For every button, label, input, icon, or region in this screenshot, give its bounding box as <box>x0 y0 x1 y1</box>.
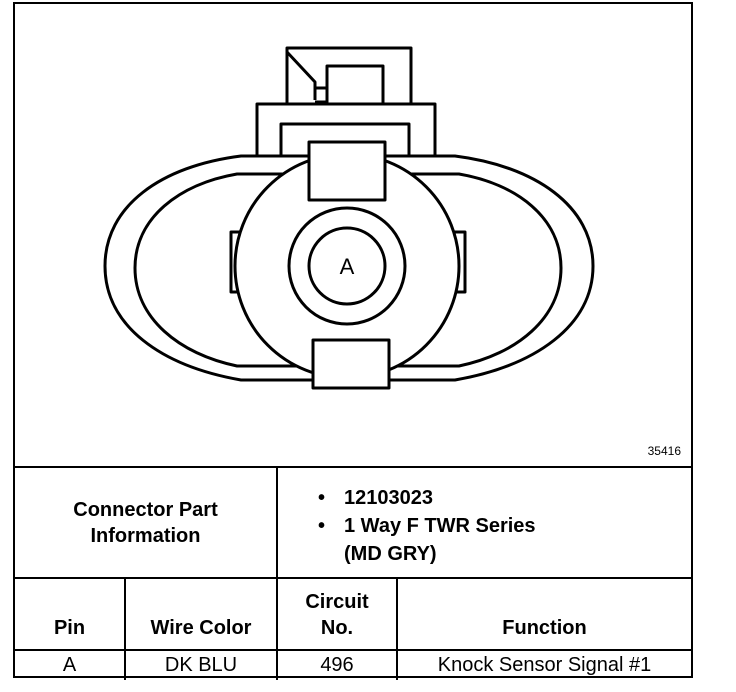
part-info-label-line: Connector Part <box>73 498 218 521</box>
pin-header-row: Pin Wire Color Circuit No. Function <box>15 577 692 651</box>
header-wire-color: Wire Color <box>124 577 278 651</box>
table-row: A DK BLU 496 Knock Sensor Signal #1 <box>15 649 692 680</box>
connector-diagram: A 35416 <box>15 4 691 468</box>
bullet-icon: • <box>318 515 326 537</box>
pin-socket-inner <box>307 226 387 306</box>
pin-a-label: A <box>340 254 355 279</box>
part-number: 12103023 <box>344 487 433 509</box>
lock-tab <box>285 46 413 106</box>
cell-wire-color: DK BLU <box>124 649 278 680</box>
cell-pin: A <box>15 649 126 680</box>
header-function: Function <box>395 577 692 651</box>
part-number-item: • 12103023 <box>318 484 691 512</box>
header-pin: Pin <box>15 577 126 651</box>
figure-number: 35416 <box>647 444 681 458</box>
bottom-guide <box>311 338 391 390</box>
series-item: • 1 Way F TWR Series (MD GRY) <box>318 512 691 568</box>
series-color-line: (MD GRY) <box>344 543 437 565</box>
pin-socket-outer <box>287 206 407 326</box>
connector-drawing: A <box>103 46 595 390</box>
part-info-label-line: Information <box>90 524 201 547</box>
top-guide <box>307 140 387 202</box>
inner-rim <box>133 172 563 368</box>
header-circuit: Circuit No. <box>276 577 398 651</box>
bullet-icon: • <box>318 487 326 509</box>
connector-info-table: Connector Part Information • 12103023 • … <box>15 468 692 680</box>
part-info-list: • 12103023 • 1 Way F TWR Series (MD GRY) <box>318 484 691 568</box>
part-info-details: • 12103023 • 1 Way F TWR Series (MD GRY) <box>275 468 692 579</box>
series-line: 1 Way F TWR Series <box>344 515 536 537</box>
cell-function: Knock Sensor Signal #1 <box>395 649 692 680</box>
part-info-label: Connector Part Information <box>15 468 278 579</box>
cell-circuit: 496 <box>276 649 398 680</box>
connector-sheet: A 35416 Connector Part Information • 121… <box>13 2 693 680</box>
part-info-row: Connector Part Information • 12103023 • … <box>15 468 692 579</box>
